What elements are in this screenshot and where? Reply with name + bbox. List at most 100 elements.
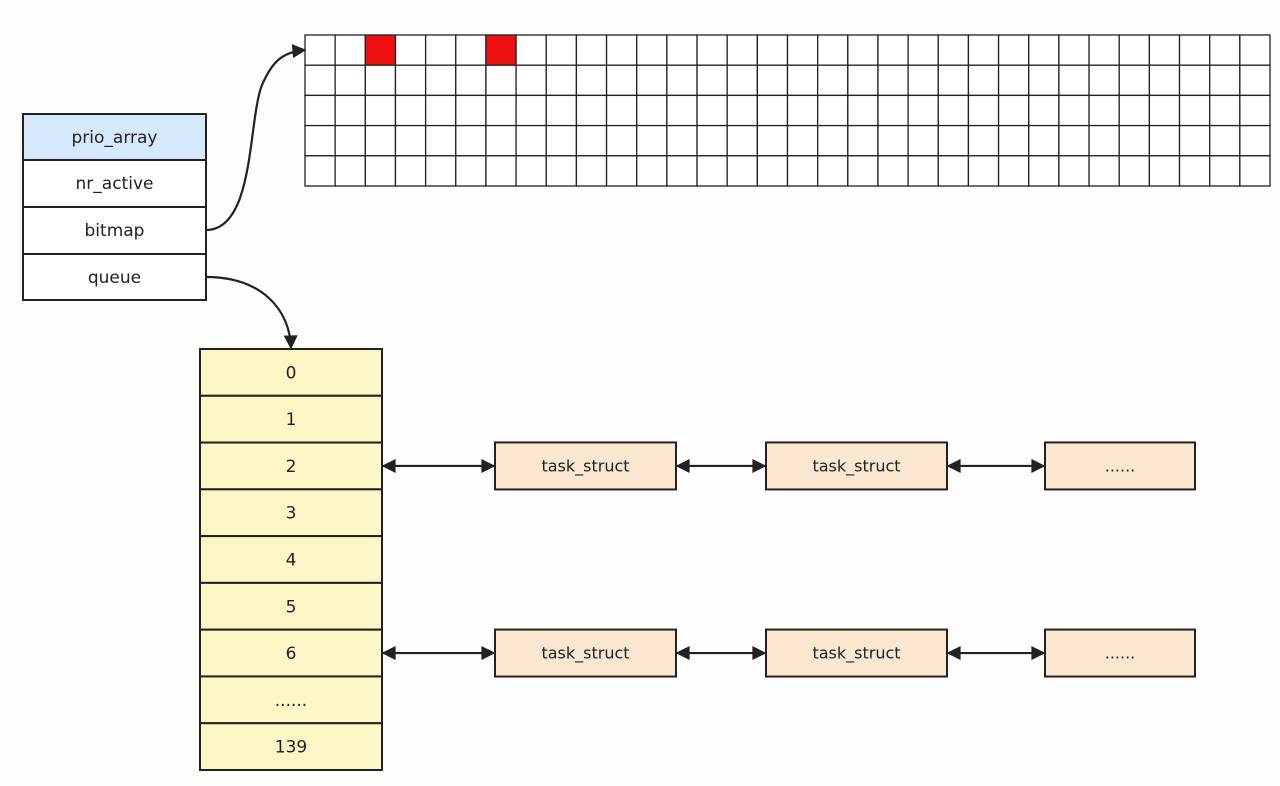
bitmap-bit — [756, 94, 789, 127]
bitmap-bit — [696, 64, 728, 97]
task-node-label: task_struct — [812, 644, 900, 664]
bitmap-bit — [756, 124, 789, 157]
bitmap-bit — [1088, 34, 1120, 66]
bitmap-bit — [364, 124, 397, 157]
bitmap-bit — [575, 155, 608, 187]
bitmap-bit — [1058, 64, 1090, 97]
bitmap-bit — [304, 124, 336, 157]
bitmap-bit — [545, 94, 578, 127]
bitmap-bit — [394, 34, 427, 66]
bitmap-bit — [515, 124, 547, 157]
bitmap-bit — [364, 64, 397, 97]
bitmap-bit — [937, 155, 970, 187]
bitmap-bit — [1148, 34, 1181, 66]
bitmap-bit — [967, 155, 1000, 187]
bitmap-bit — [575, 34, 608, 66]
bitmap-bit — [304, 34, 336, 66]
bitmap-bit — [756, 64, 789, 97]
bitmap-bit — [304, 94, 336, 127]
bitmap-bit — [877, 64, 909, 97]
bitmap-grid — [304, 34, 1271, 187]
bitmap-bit — [605, 155, 638, 187]
bitmap-bit — [696, 124, 728, 157]
bitmap-bit — [455, 155, 487, 187]
bitmap-bit — [515, 155, 547, 187]
bitmap-bit — [394, 155, 427, 187]
bitmap-bit — [364, 94, 397, 127]
bitmap-bit — [455, 124, 487, 157]
bitmap-bit — [696, 34, 728, 66]
bitmap-bit — [1118, 34, 1151, 66]
bitmap-bit — [967, 94, 1000, 127]
bitmap-bit — [847, 124, 879, 157]
queue-slot-label: 6 — [286, 644, 297, 664]
bitmap-bit — [1028, 34, 1060, 66]
queue-pointer-arrow — [205, 275, 298, 350]
task-node-label: ...... — [1105, 644, 1136, 663]
bitmap-bit — [394, 94, 427, 127]
bitmap-bit — [485, 124, 517, 157]
bitmap-bit — [907, 34, 939, 66]
bitmap-bit — [575, 94, 608, 127]
bitmap-bit — [304, 64, 336, 97]
bitmap-bit — [877, 34, 909, 66]
bitmap-bit — [334, 155, 366, 187]
bitmap-bit — [636, 155, 668, 187]
task-node-label: task_struct — [541, 456, 629, 476]
prio-array-title: prio_array — [72, 128, 158, 148]
bitmap-bit — [907, 155, 939, 187]
bitmap-bit — [605, 64, 638, 97]
prio-array-header-box — [22, 113, 207, 161]
queue-slot-label: ...... — [275, 691, 307, 711]
bitmap-bit — [1028, 124, 1060, 157]
task-node-label: task_struct — [812, 456, 900, 476]
queue-field: queue — [88, 268, 141, 288]
bitmap-bit — [726, 124, 758, 157]
task-node — [1044, 441, 1196, 491]
bitmap-bit — [817, 64, 849, 97]
bitmap-bit — [1058, 155, 1090, 187]
bitmap-bit — [1088, 64, 1120, 97]
bitmap-bit — [997, 34, 1030, 66]
bitmap-bit — [997, 64, 1030, 97]
bitmap-bit — [817, 155, 849, 187]
bitmap-bit — [937, 64, 970, 97]
bitmap-bit — [424, 155, 457, 187]
queue-slot-label: 4 — [286, 551, 297, 571]
bitmap-bit — [1148, 94, 1181, 127]
bitmap-bit — [1118, 124, 1151, 157]
bitmap-bit — [515, 64, 547, 97]
bitmap-bit — [967, 64, 1000, 97]
bitmap-bit — [1209, 94, 1241, 127]
bitmap-bit — [1178, 34, 1211, 66]
bitmap-bit-set — [364, 34, 397, 66]
bitmap-bit — [1118, 155, 1151, 187]
queue-slot-label: 0 — [286, 363, 297, 383]
bitmap-bit — [515, 34, 547, 66]
bitmap-bit — [696, 155, 728, 187]
bitmap-bit — [1148, 64, 1181, 97]
bitmap-bit — [666, 64, 698, 97]
bitmap-bit — [847, 34, 879, 66]
bitmap-bit — [937, 124, 970, 157]
bitmap-bit — [394, 124, 427, 157]
bitmap-bit — [1239, 124, 1271, 157]
bitmap-bit — [636, 64, 668, 97]
bitmap-bit — [847, 155, 879, 187]
bitmap-bit — [997, 124, 1030, 157]
bitmap-bit — [967, 124, 1000, 157]
bitmap-bit — [877, 94, 909, 127]
task-node — [494, 441, 677, 491]
bitmap-bit — [424, 64, 457, 97]
bitmap-bit — [786, 124, 819, 157]
bitmap-bit — [817, 94, 849, 127]
bitmap-bit — [575, 124, 608, 157]
queue-slot-label: 1 — [286, 410, 297, 430]
bitmap-pointer-arrow — [205, 44, 307, 232]
bitmap-bit — [334, 94, 366, 127]
bitmap-bit — [1058, 34, 1090, 66]
bitmap-bit — [1028, 94, 1060, 127]
bitmap-bit — [666, 124, 698, 157]
